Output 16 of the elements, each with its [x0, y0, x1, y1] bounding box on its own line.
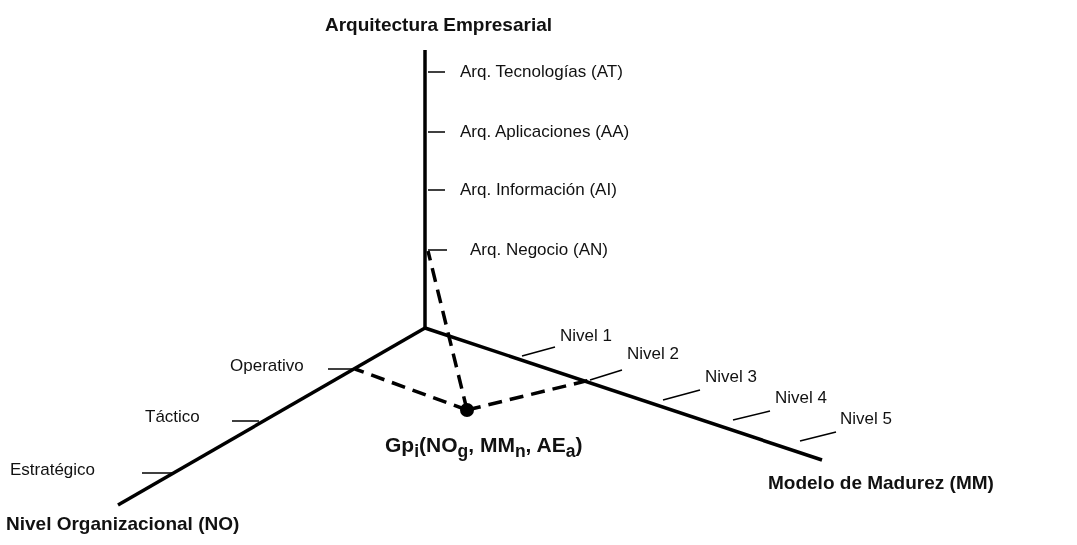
tick-label: Nivel 1 — [560, 326, 612, 346]
tick-label: Arq. Tecnologías (AT) — [460, 62, 623, 82]
tick-label: Arq. Información (AI) — [460, 180, 617, 200]
tick-label: Nivel 4 — [775, 388, 827, 408]
tick-label: Arq. Aplicaciones (AA) — [460, 122, 630, 142]
tick-label: Operativo — [230, 356, 304, 376]
axis-title: Modelo de Madurez (MM) — [768, 472, 994, 494]
axis-title: Nivel Organizacional (NO) — [6, 513, 240, 535]
tick-label: Nivel 3 — [705, 367, 757, 387]
tick-label: Nivel 2 — [627, 344, 679, 364]
tick-label: Táctico — [145, 407, 200, 427]
tick-label: Estratégico — [10, 460, 96, 480]
axis-title: Arquitectura Empresarial — [325, 14, 553, 36]
tick-label: Arq. Negocio (AN) — [470, 240, 608, 260]
tick-label: Nivel 5 — [840, 409, 892, 429]
point-label: Gp$_{i}$(NO$_{g}$, MM$_{n}$, AE$_{a}$) — [385, 433, 583, 463]
